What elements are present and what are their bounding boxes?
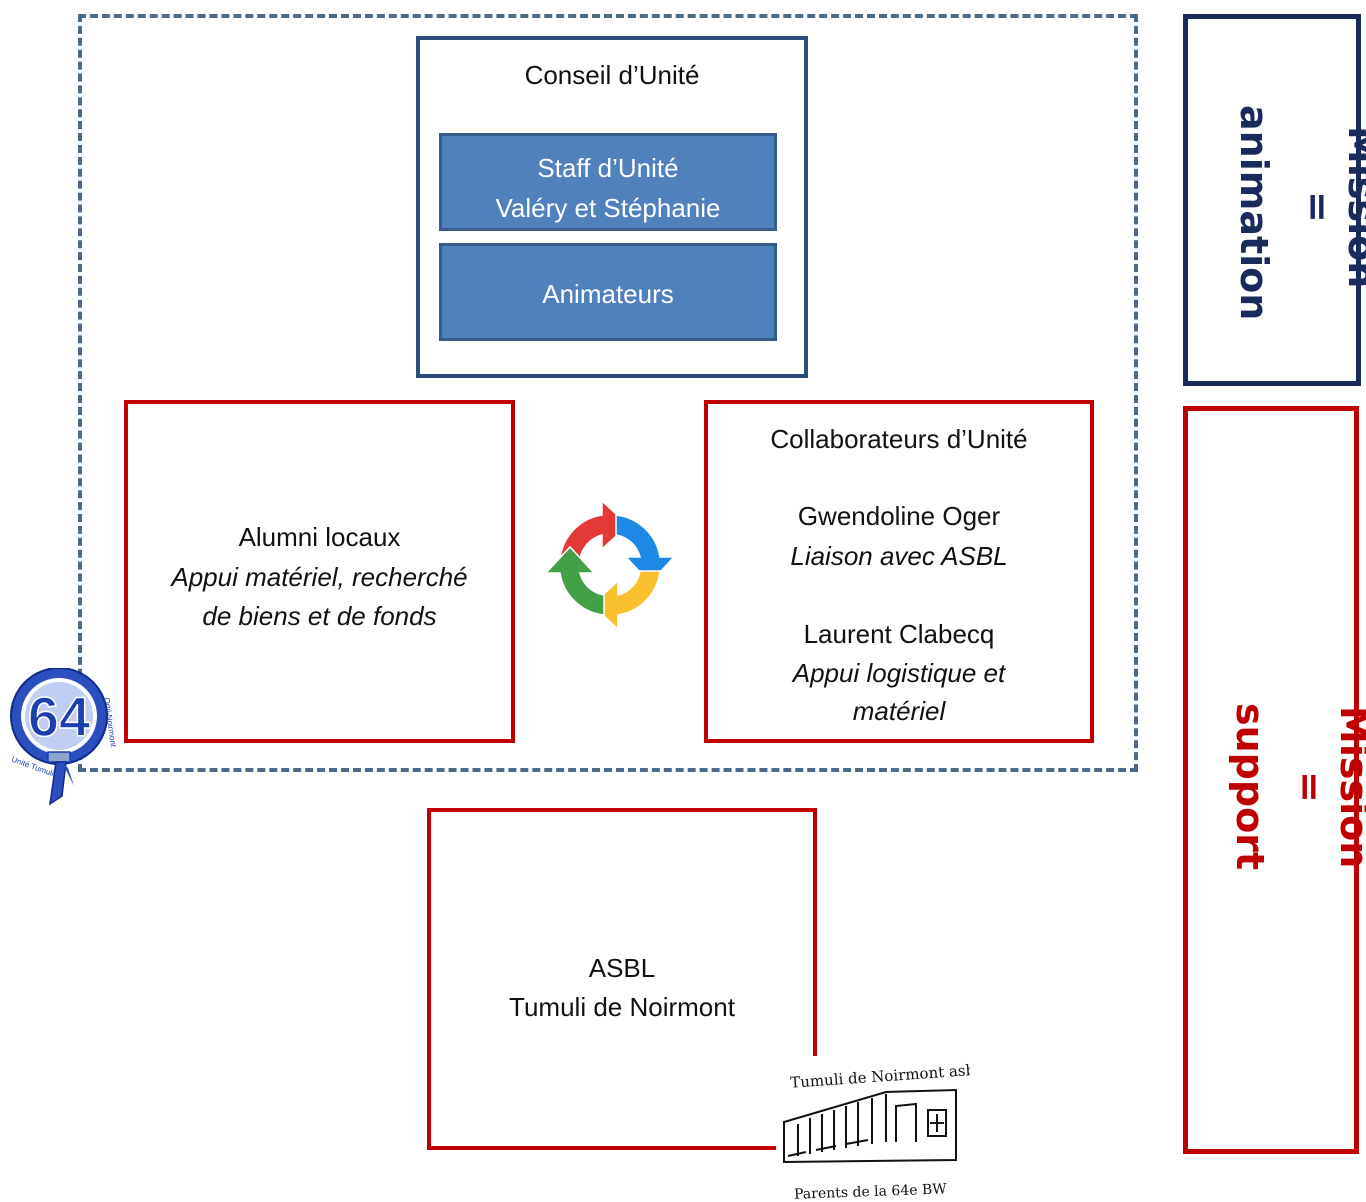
cycle-arrow-green bbox=[544, 545, 605, 616]
mission-support-line1: Mission = bbox=[1288, 705, 1366, 869]
mission-support-box: Mission = support bbox=[1183, 406, 1366, 1154]
alumni-desc-line2: de biens et de fonds bbox=[202, 601, 437, 631]
animateurs-label: Animateurs bbox=[542, 279, 674, 309]
asbl-box: ASBL Tumuli de Noirmont bbox=[427, 808, 817, 1150]
cycle-arrow-yellow bbox=[590, 570, 661, 631]
collaborateur-1-role: Liaison avec ASBL bbox=[790, 541, 1008, 571]
cycle-arrow-blue bbox=[615, 514, 676, 585]
cycle-arrows-icon bbox=[544, 499, 676, 631]
collaborateur-2-role-line2: matériel bbox=[852, 696, 946, 726]
collaborateur-2-role-line1: Appui logistique et bbox=[792, 658, 1006, 688]
staff-unite-label: Staff d’Unité bbox=[537, 153, 679, 183]
collaborateurs-box: Collaborateurs d’Unité Gwendoline Oger L… bbox=[704, 400, 1094, 743]
unit-64-logo: 64 Unité Tumuli Ortil-Noirmont bbox=[10, 668, 116, 806]
alumni-box: Alumni locaux Appui matériel, recherché … bbox=[124, 400, 515, 743]
collaborateur-1-name: Gwendoline Oger bbox=[797, 501, 1001, 531]
collaborateur-2-name: Laurent Clabecq bbox=[803, 619, 995, 649]
conseil-unite-title: Conseil d’Unité bbox=[524, 60, 700, 90]
asbl-logo: Tumuli de Noirmont asbl Parents de la 64… bbox=[776, 1056, 970, 1202]
staff-unite-box: Staff d’Unité Valéry et Stéphanie bbox=[439, 133, 777, 231]
asbl-label: ASBL bbox=[588, 953, 656, 983]
collaborateurs-title: Collaborateurs d’Unité bbox=[770, 424, 1028, 454]
asbl-logo-bottom-text: Parents de la 64e BW bbox=[794, 1181, 948, 1202]
conseil-unite-box: Conseil d’Unité Staff d’Unité Valéry et … bbox=[416, 36, 808, 378]
alumni-title: Alumni locaux bbox=[238, 522, 401, 552]
staff-unite-members: Valéry et Stéphanie bbox=[495, 193, 721, 223]
unit-dashed-frame bbox=[78, 14, 1138, 772]
cycle-arrow-red bbox=[559, 499, 630, 560]
alumni-desc-line1: Appui matériel, recherché bbox=[171, 562, 468, 592]
animateurs-box: Animateurs bbox=[439, 243, 777, 341]
logo-number: 64 bbox=[28, 685, 90, 748]
mission-animation-line1: Mission = bbox=[1296, 125, 1366, 289]
asbl-logo-building-icon bbox=[783, 1088, 957, 1164]
mission-support-line2: support bbox=[1228, 703, 1272, 871]
mission-animation-box: Mission = animation bbox=[1183, 14, 1366, 386]
asbl-name: Tumuli de Noirmont bbox=[509, 992, 735, 1022]
mission-animation-line2: animation bbox=[1232, 105, 1276, 321]
